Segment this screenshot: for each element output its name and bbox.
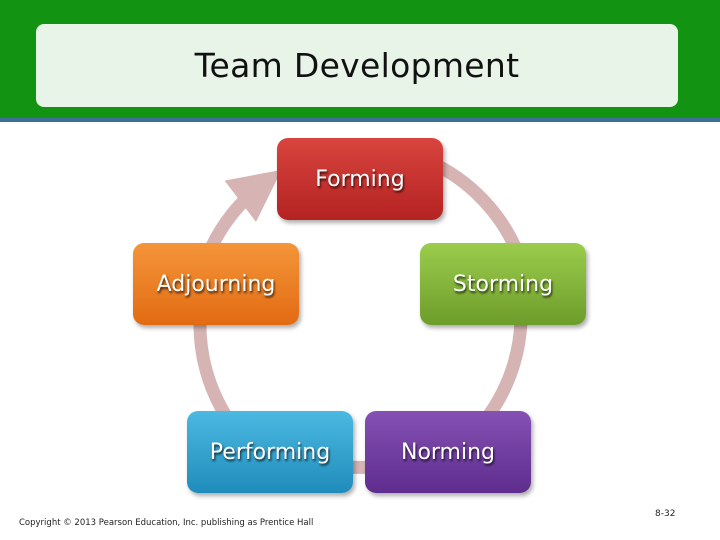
stage-performing-label: Performing	[209, 439, 331, 465]
copyright-notice: Copyright © 2013 Pearson Education, Inc.…	[19, 518, 314, 528]
title-box: Team Development	[36, 24, 678, 107]
stage-norming-label: Norming	[400, 439, 496, 465]
arc-adjourning-to-forming	[206, 169, 282, 249]
stage-forming: Forming	[277, 138, 443, 220]
stage-performing: Performing	[187, 411, 353, 493]
stage-forming-label: Forming	[315, 166, 405, 192]
stage-storming: Storming	[420, 243, 586, 325]
stage-adjourning-label: Adjourning	[156, 271, 276, 297]
stage-adjourning: Adjourning	[133, 243, 299, 325]
header-rule	[0, 118, 720, 122]
stage-norming: Norming	[365, 411, 531, 493]
arc-storming-to-norming	[483, 319, 528, 419]
arc-performing-to-adjourning	[193, 319, 232, 420]
slide-title: Team Development	[194, 46, 520, 85]
slide-number: 8-32	[655, 509, 676, 519]
stage-storming-label: Storming	[452, 271, 554, 297]
